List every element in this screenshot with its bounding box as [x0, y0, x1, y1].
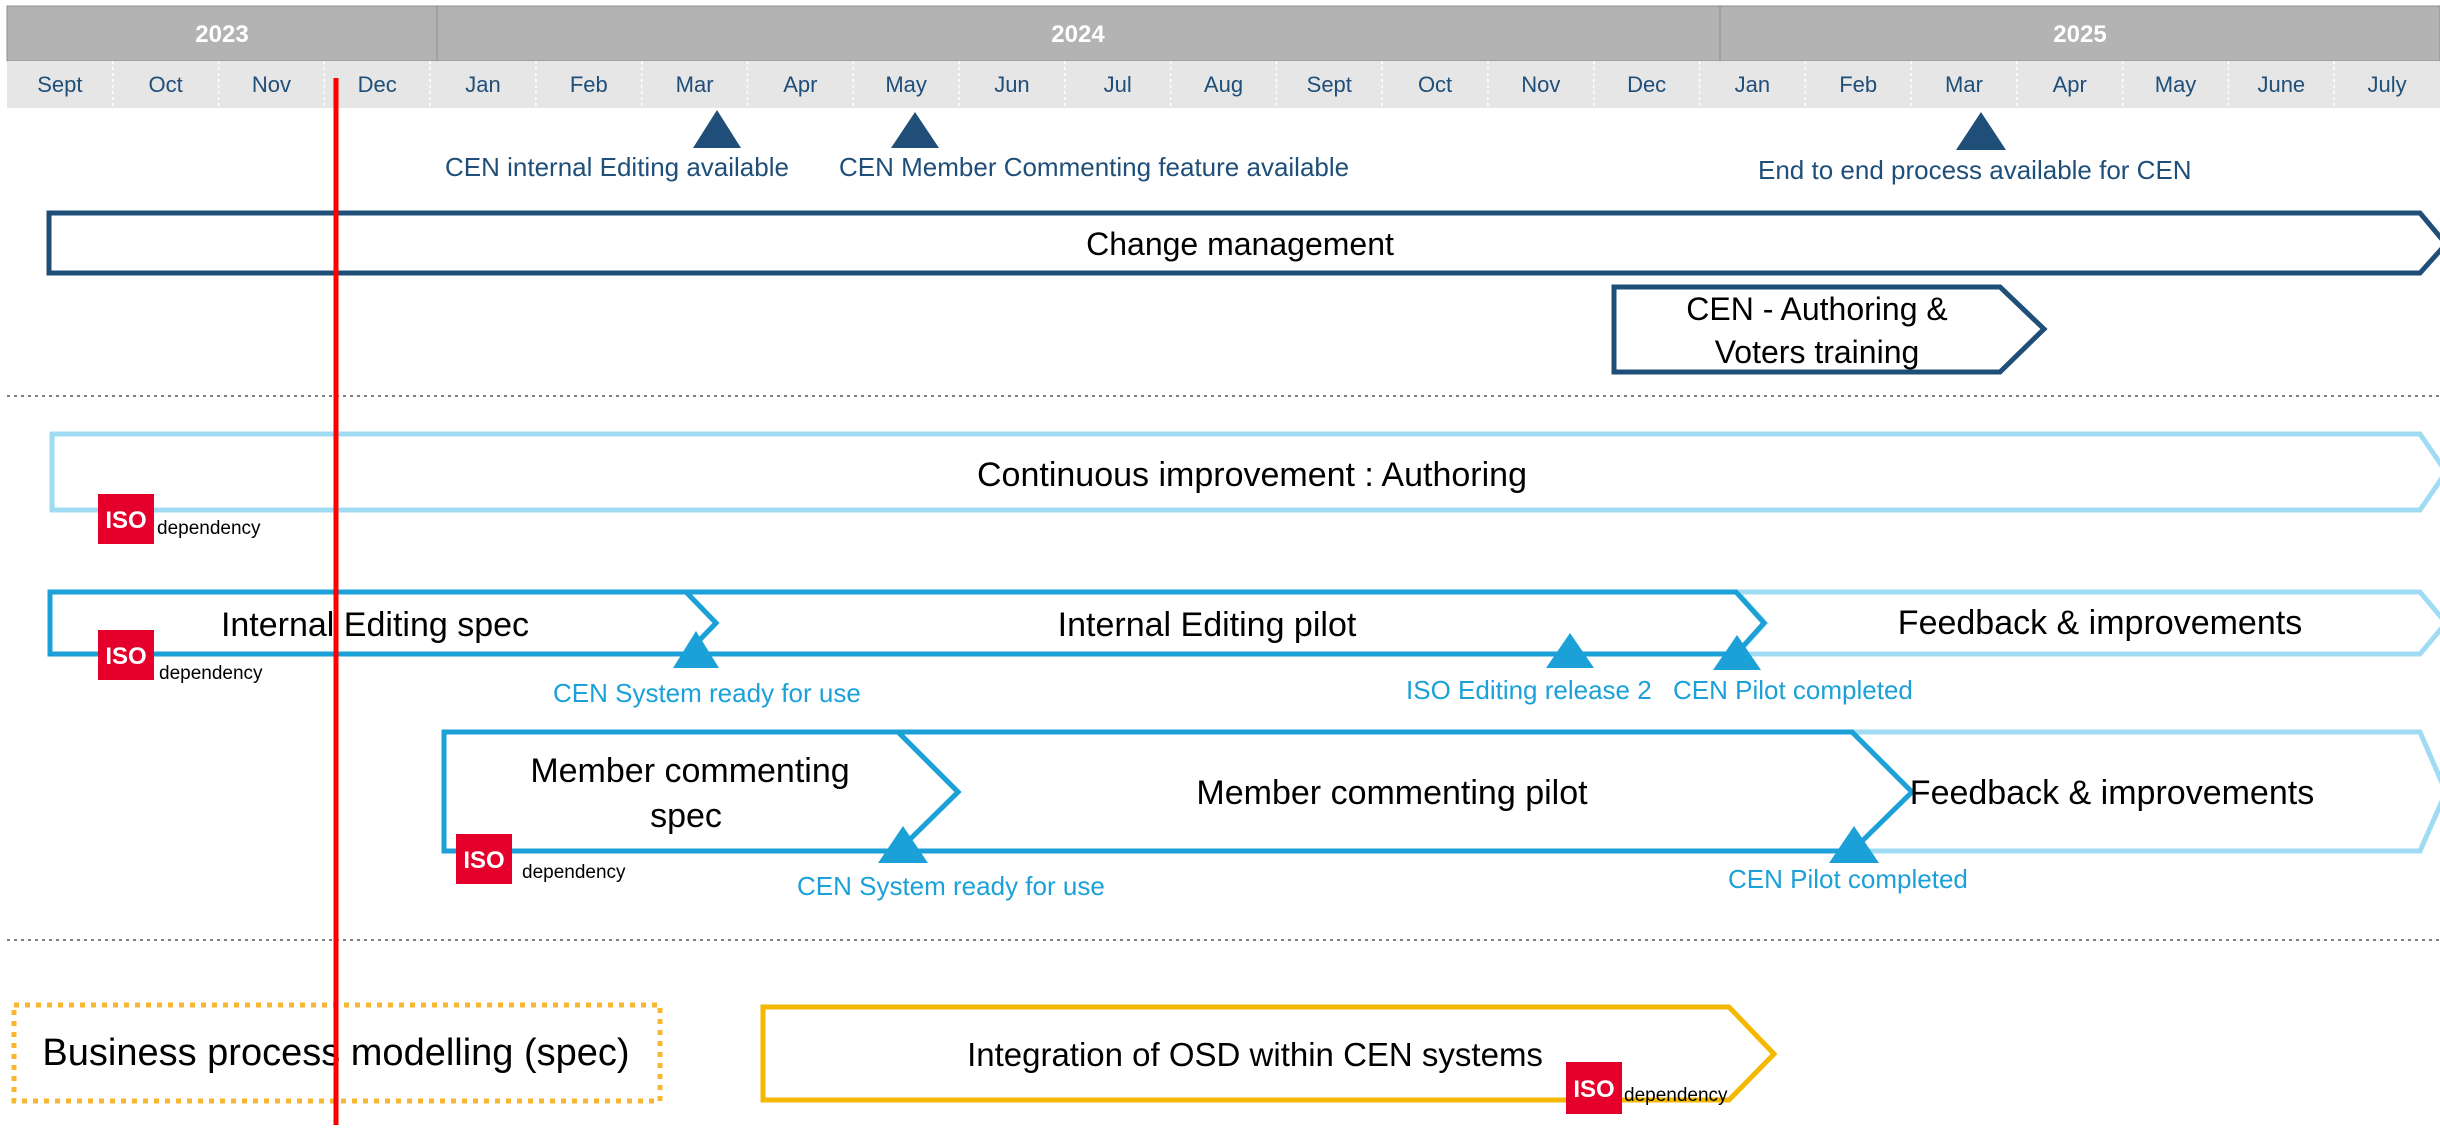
milestone-marker-cen-system-ready-1 — [673, 631, 719, 668]
month-label: Nov — [1521, 72, 1560, 97]
iso-badge-continuous: ISO dependency — [98, 494, 261, 544]
integration-osd-label: Integration of OSD within CEN systems — [967, 1036, 1543, 1073]
milestone-label-cen-pilot-completed-1: CEN Pilot completed — [1673, 675, 1913, 705]
feedback-improvements-label-1: Feedback & improvements — [1898, 604, 2302, 642]
continuous-improvement-label: Continuous improvement : Authoring — [977, 456, 1527, 494]
change-management-label: Change management — [1086, 226, 1394, 262]
iso-dependency-label: dependency — [157, 518, 261, 539]
milestone-marker-end-to-end — [1956, 112, 2006, 150]
authoring-training-arrow — [1611, 284, 2048, 375]
milestone-label-cen-system-ready-1: CEN System ready for use — [553, 678, 861, 708]
iso-dependency-label: dependency — [159, 663, 263, 684]
iso-badge-member-commenting: ISO dependency — [456, 834, 626, 884]
iso-logo — [98, 494, 154, 544]
authoring-training-label-line1: CEN - Authoring & — [1686, 291, 1947, 327]
month-header: Sept Oct Nov Dec Jan Feb Mar Apr May Jun Jul Aug Sep… — [7, 61, 2440, 108]
milestone-label-cen-member-commenting: CEN Member Commenting feature available — [839, 152, 1349, 182]
month-label: Sept — [37, 72, 82, 97]
integration-osd-bar: Integration of OSD within CEN systems — [760, 1004, 1778, 1103]
milestone-label-cen-pilot-completed-2: CEN Pilot completed — [1728, 864, 1968, 894]
month-label: Apr — [783, 72, 817, 97]
year-label-2023: 2023 — [195, 21, 248, 48]
continuous-improvement-arrow — [49, 431, 2440, 513]
internal-editing-spec-label: Internal Editing spec — [221, 606, 529, 644]
integration-osd-arrow — [760, 1004, 1778, 1103]
year-header: 2023 2024 2025 — [6, 5, 2440, 62]
month-label: May — [2155, 72, 2197, 97]
year-label-2025: 2025 — [2053, 21, 2106, 48]
milestone-marker-cen-pilot-completed-2 — [1829, 826, 1879, 863]
month-label: Jun — [994, 72, 1029, 97]
month-row-bg — [7, 61, 2440, 108]
month-label: Jan — [1735, 72, 1770, 97]
month-label: Dec — [1627, 72, 1666, 97]
month-label: Jul — [1104, 72, 1132, 97]
month-label: Oct — [149, 72, 183, 97]
month-label: Feb — [570, 72, 608, 97]
iso-logo-text: ISO — [105, 507, 146, 534]
month-label: Mar — [676, 72, 714, 97]
year-cell-2023 — [6, 5, 438, 62]
iso-badge-integration: ISO dependency — [1566, 1062, 1728, 1114]
month-label: Dec — [358, 72, 397, 97]
milestone-marker-cen-system-ready-2 — [878, 826, 928, 863]
change-management-arrow — [46, 210, 2440, 276]
milestone-label-end-to-end: End to end process available for CEN — [1758, 155, 2192, 185]
internal-editing-row: Internal Editing spec Internal Editing p… — [47, 589, 2440, 708]
iso-logo-text: ISO — [1573, 1076, 1614, 1103]
year-cell-2024 — [436, 5, 1721, 62]
milestone-marker-cen-pilot-completed-1 — [1713, 635, 1761, 670]
milestone-marker-cen-internal-editing — [693, 110, 741, 148]
member-commenting-spec-label-line1: Member commenting — [530, 752, 849, 790]
iso-logo — [456, 834, 512, 884]
iso-dependency-label: dependency — [522, 862, 626, 883]
milestone-marker-iso-editing-release-2 — [1546, 633, 1594, 668]
top-milestones: CEN internal Editing available CEN Membe… — [445, 110, 2192, 185]
member-commenting-pilot-label: Member commenting pilot — [1196, 774, 1588, 812]
continuous-improvement-bar: Continuous improvement : Authoring — [49, 431, 2440, 513]
member-commenting-spec-arrow — [441, 729, 962, 854]
milestone-label-cen-internal-editing: CEN internal Editing available — [445, 152, 789, 182]
feedback-improvements-label-2: Feedback & improvements — [1910, 774, 2314, 812]
month-label: July — [2368, 72, 2407, 97]
month-label: Aug — [1204, 72, 1243, 97]
internal-editing-spec-arrow — [47, 589, 720, 657]
milestone-label-cen-system-ready-2: CEN System ready for use — [797, 871, 1105, 901]
member-commenting-spec-label-line2: spec — [650, 797, 722, 835]
iso-logo-text: ISO — [463, 847, 504, 874]
month-label: Oct — [1418, 72, 1452, 97]
month-label: Nov — [252, 72, 291, 97]
month-label: May — [885, 72, 927, 97]
change-management-bar: Change management — [46, 210, 2440, 276]
iso-logo — [1566, 1062, 1622, 1114]
iso-badge-internal-editing: ISO dependency — [98, 630, 263, 684]
month-label: Apr — [2053, 72, 2087, 97]
internal-editing-pilot-label: Internal Editing pilot — [1058, 606, 1357, 644]
month-label: Jan — [465, 72, 500, 97]
authoring-training-label-line2: Voters training — [1715, 334, 1920, 370]
month-label: Feb — [1839, 72, 1877, 97]
iso-logo-text: ISO — [105, 643, 146, 670]
iso-logo — [98, 630, 154, 680]
month-label: Mar — [1945, 72, 1983, 97]
milestone-label-iso-editing-release-2: ISO Editing release 2 — [1406, 675, 1652, 705]
year-label-2024: 2024 — [1051, 21, 1105, 48]
member-commenting-row: Member commenting spec Member commenting… — [441, 729, 2440, 901]
month-label: June — [2257, 72, 2305, 97]
authoring-training-bar: CEN - Authoring & Voters training — [1611, 284, 2048, 375]
month-label: Sept — [1307, 72, 1352, 97]
milestone-marker-cen-member-commenting — [891, 112, 939, 148]
iso-dependency-label: dependency — [1624, 1085, 1728, 1106]
